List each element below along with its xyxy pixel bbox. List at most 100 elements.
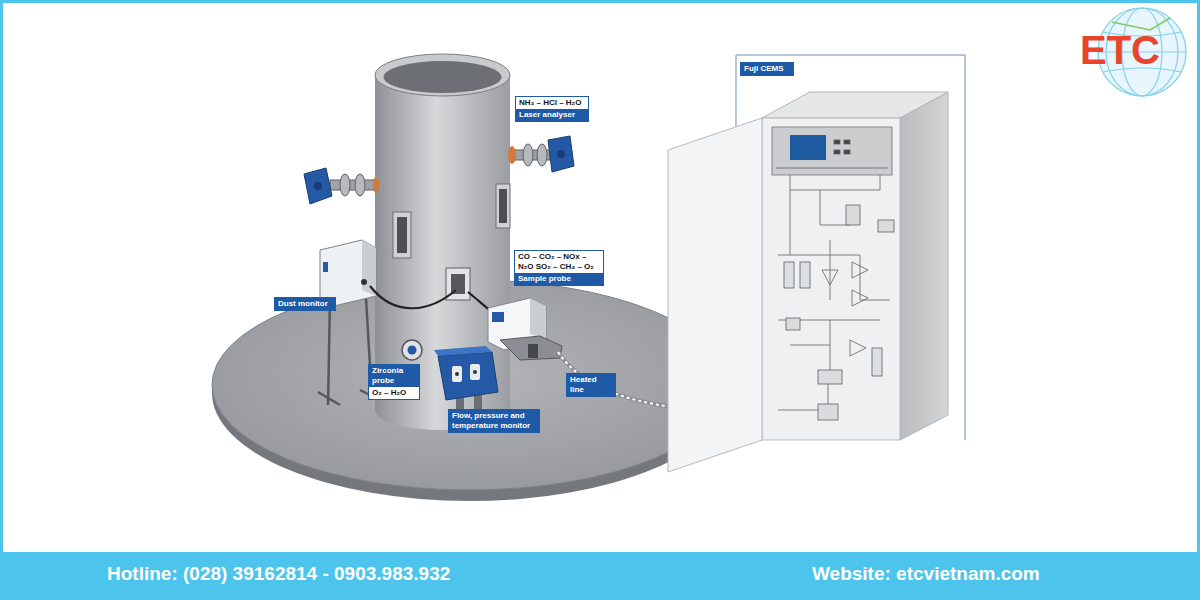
logo-text: ETC xyxy=(1080,28,1160,73)
callout-subtext: Laser analyser xyxy=(516,109,588,121)
stack-port-part xyxy=(496,184,510,228)
callout-box: Flow, pressure and temperature monitor xyxy=(448,409,540,433)
dust-monitor xyxy=(320,240,456,308)
laser-analyser-part xyxy=(523,144,533,166)
analyser-internals-part xyxy=(860,255,890,300)
dust-monitor-part xyxy=(323,262,328,272)
page-frame-part xyxy=(0,552,1200,600)
laser-analyser-part xyxy=(304,168,332,204)
analyser-internals-part xyxy=(846,205,860,225)
callout-text: Fuji CEMS xyxy=(741,63,793,75)
cabinet-part xyxy=(762,92,948,118)
analyser-internals-part xyxy=(790,320,830,345)
analyser-internals-part xyxy=(818,404,838,420)
analyser-internals-part xyxy=(784,262,794,288)
stack-part xyxy=(375,75,510,410)
cabinet-part xyxy=(668,118,762,472)
callout-text: NH₃ – HCl – H₂O xyxy=(516,97,588,109)
callout-box: Heated line xyxy=(566,373,616,397)
cabinet-frame-part xyxy=(736,55,965,440)
cabinet-part xyxy=(762,118,900,440)
cabinet xyxy=(668,92,948,472)
hotline-text: Hotline: (028) 39162814 - 0903.983.932 xyxy=(107,563,450,585)
callout-text: Zirconia probe xyxy=(369,365,419,387)
zirconia-probe xyxy=(402,340,422,360)
flow-monitor-part xyxy=(434,346,492,356)
callout-text: Flow, pressure and temperature monitor xyxy=(449,410,539,432)
analyser-internals-part xyxy=(878,220,894,232)
callout-subtext: Sample probe xyxy=(515,273,603,285)
laser-analyser-part xyxy=(314,182,322,190)
analyser-internals-part xyxy=(844,150,850,154)
callout-text: Dust monitor xyxy=(275,298,335,310)
analyser-internals-part xyxy=(852,290,868,306)
flow-monitor-part xyxy=(455,372,459,376)
analyser-internals-part xyxy=(830,345,831,370)
callout-text: Heated line xyxy=(567,374,615,396)
stack-port-part xyxy=(393,212,411,258)
dust-monitor-part xyxy=(370,286,456,308)
cabinet-frame xyxy=(736,55,965,440)
flow-monitor xyxy=(434,346,498,414)
dust-monitor-stand-part xyxy=(328,298,330,405)
laser-analyser-part xyxy=(330,180,378,190)
laser-analyser-part xyxy=(548,136,574,172)
analyser-internals-part xyxy=(828,384,829,404)
sample-probe-part xyxy=(528,344,538,358)
sample-probe-part xyxy=(492,312,504,322)
analyser-internals-part xyxy=(872,348,882,376)
page-frame-part xyxy=(0,0,3,552)
callout-box: CO – CO₂ – NOx – N₂O SO₂ – CH₄ – O₂Sampl… xyxy=(514,250,604,286)
stack-port xyxy=(393,184,510,300)
dust-monitor-part xyxy=(362,240,376,296)
analyser-internals-part xyxy=(790,190,791,255)
analyser-internals-part xyxy=(822,270,838,285)
zirconia-probe-part xyxy=(408,346,417,355)
callout-text: CO – CO₂ – NOx – N₂O SO₂ – CH₄ – O₂ xyxy=(515,251,603,273)
callout-box: Dust monitor xyxy=(274,297,336,311)
laser-analyser-part xyxy=(340,174,350,196)
analyser-internals-part xyxy=(790,175,880,190)
analyser-internals-part xyxy=(776,168,888,169)
analyser-internals-part xyxy=(844,140,850,144)
analyser-internals xyxy=(772,127,894,420)
zirconia-probe-part xyxy=(402,340,422,360)
laser-analyser xyxy=(304,136,574,204)
laser-analyser-part xyxy=(373,177,379,193)
page-frame-part xyxy=(1197,0,1200,552)
analyser-internals-part xyxy=(778,410,818,411)
laser-analyser-part xyxy=(355,174,365,196)
dust-monitor-part xyxy=(361,279,367,285)
flow-monitor-part xyxy=(452,366,462,382)
page-frame-part xyxy=(0,0,1200,3)
stack-part xyxy=(384,61,502,93)
cabinet-part xyxy=(900,92,948,440)
website-text: Website: etcvietnam.com xyxy=(812,563,1040,585)
analyser-internals-part xyxy=(818,370,842,384)
flow-monitor-part xyxy=(473,370,477,374)
stack-part xyxy=(375,54,510,96)
analyser-internals-part xyxy=(800,262,810,288)
analyser-internals-part xyxy=(850,340,866,356)
analyser-internals-part xyxy=(772,127,892,175)
title-tag: Fuji CEMS xyxy=(740,62,794,76)
callout-subtext: O₂ – H₂O xyxy=(369,387,419,399)
analyser-internals-part xyxy=(820,190,850,225)
analyser-internals-part xyxy=(778,255,860,256)
laser-analyser-part xyxy=(537,144,547,166)
analyser-internals-part xyxy=(834,140,840,144)
analyser-internals-part xyxy=(786,318,800,330)
sample-probe-part xyxy=(530,298,546,340)
analyser-internals-part xyxy=(834,150,840,154)
callout-box: Zirconia probeO₂ – H₂O xyxy=(368,364,420,400)
callout-box: NH₃ – HCl – H₂OLaser analyser xyxy=(515,96,589,122)
stack-port-part xyxy=(397,217,407,253)
laser-analyser-part xyxy=(508,146,516,164)
sample-probe-part xyxy=(500,336,562,360)
laser-analyser-part xyxy=(557,150,565,158)
dust-monitor-stand-part xyxy=(318,392,340,405)
flow-monitor-part xyxy=(438,352,498,400)
